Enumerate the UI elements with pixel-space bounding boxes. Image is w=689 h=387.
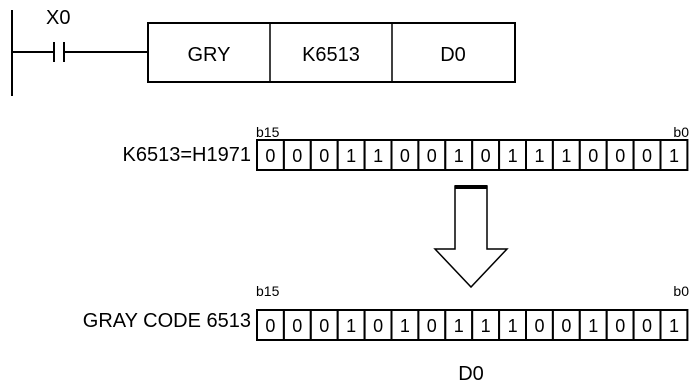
instruction-mnemonic: GRY bbox=[188, 44, 231, 66]
source-bit-cell bbox=[551, 139, 581, 171]
source-register-label: K6513=H1971 bbox=[123, 144, 251, 166]
result-bit-value: 0 bbox=[373, 316, 383, 336]
result-bit-cell bbox=[363, 309, 393, 341]
source-bit-value: 0 bbox=[642, 146, 652, 166]
result-bit-value: 0 bbox=[561, 316, 571, 336]
result-bit-cell bbox=[444, 309, 474, 341]
source-bit-value: 0 bbox=[265, 146, 275, 166]
source-bit-value: 1 bbox=[373, 146, 383, 166]
result-msb-label: b15 bbox=[256, 283, 280, 299]
source-bit-value: 1 bbox=[454, 146, 464, 166]
result-bit-cell bbox=[282, 309, 312, 341]
source-bit-value: 1 bbox=[346, 146, 356, 166]
result-bit-value: 1 bbox=[454, 316, 464, 336]
result-bit-cell bbox=[256, 309, 285, 341]
result-bit-value: 0 bbox=[642, 316, 652, 336]
contact-label: X0 bbox=[46, 7, 70, 29]
source-bit-value: 1 bbox=[508, 146, 518, 166]
result-bit-value: 0 bbox=[265, 316, 275, 336]
source-bit-value: 0 bbox=[292, 146, 302, 166]
result-device-label: D0 bbox=[458, 363, 484, 385]
result-bit-value: 0 bbox=[319, 316, 329, 336]
source-bit-value: 1 bbox=[561, 146, 571, 166]
result-bit-value: 0 bbox=[534, 316, 544, 336]
source-bit-cell bbox=[309, 139, 339, 171]
result-bit-value: 1 bbox=[508, 316, 518, 336]
result-register-label: GRAY CODE 6513 bbox=[83, 310, 251, 332]
result-bit-value: 1 bbox=[400, 316, 410, 336]
result-bit-cell bbox=[390, 309, 420, 341]
source-bit-cell bbox=[659, 139, 689, 171]
result-bit-cell bbox=[498, 309, 528, 341]
result-bit-value: 0 bbox=[292, 316, 302, 336]
dest-operand: D0 bbox=[440, 44, 466, 66]
source-bit-value: 0 bbox=[588, 146, 598, 166]
source-bit-value: 0 bbox=[427, 146, 437, 166]
result-bit-value: 1 bbox=[346, 316, 356, 336]
ladder-rung: X0 GRY K6513 D0 bbox=[11, 7, 516, 96]
source-bit-cell bbox=[336, 139, 366, 171]
result-bit-cell bbox=[605, 309, 635, 341]
result-bit-value: 1 bbox=[588, 316, 598, 336]
source-bit-cell bbox=[632, 139, 662, 171]
result-bit-value: 0 bbox=[427, 316, 437, 336]
result-bit-cell bbox=[417, 309, 447, 341]
result-bit-value: 1 bbox=[481, 316, 491, 336]
source-bit-value: 0 bbox=[400, 146, 410, 166]
source-operand: K6513 bbox=[302, 44, 360, 66]
source-bit-cell bbox=[363, 139, 393, 171]
result-bit-value: 1 bbox=[669, 316, 679, 336]
source-msb-label: b15 bbox=[256, 124, 280, 140]
instruction-box: GRY K6513 D0 bbox=[147, 22, 516, 83]
source-bit-value: 0 bbox=[481, 146, 491, 166]
source-bit-value: 1 bbox=[669, 146, 679, 166]
result-bit-cell bbox=[659, 309, 689, 341]
result-lsb-label: b0 bbox=[673, 283, 689, 299]
result-bit-value: 0 bbox=[615, 316, 625, 336]
result-bit-cell bbox=[309, 309, 339, 341]
down-arrow bbox=[433, 185, 509, 289]
source-lsb-label: b0 bbox=[673, 124, 689, 140]
source-bit-value: 0 bbox=[319, 146, 329, 166]
source-bit-cell bbox=[282, 139, 312, 171]
source-bit-value: 0 bbox=[615, 146, 625, 166]
source-bit-value: 1 bbox=[534, 146, 544, 166]
